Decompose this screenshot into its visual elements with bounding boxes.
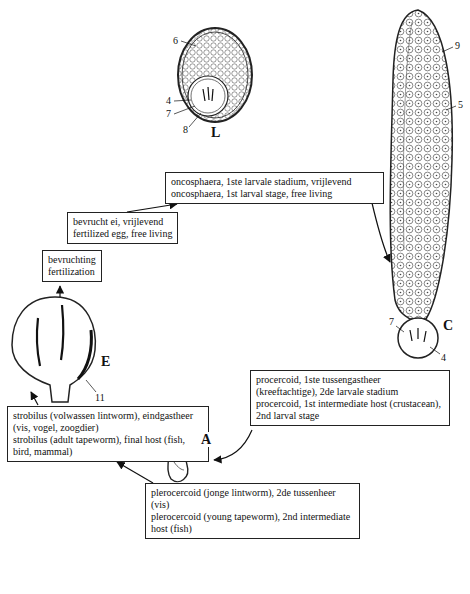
stage-box: plerocercoid (jonge lintworm), 2de tusse… [145, 483, 360, 539]
stage-text: procercoid, 1ste tussengastheer (kreefta… [256, 374, 444, 398]
figure-letter: A [200, 432, 212, 447]
cycle-arrow [59, 286, 60, 297]
stage-box: bevruchtingfertilization [42, 250, 102, 282]
callout-number: 5 [457, 99, 464, 110]
stage-text: oncosphaera, 1ste larvale stadium, vrijl… [171, 176, 378, 188]
callout-number: 8 [182, 124, 189, 135]
stage-text: bevruchting [48, 254, 96, 266]
stage-box: oncosphaera, 1ste larvale stadium, vrijl… [165, 172, 384, 204]
cycle-arrow [214, 430, 252, 460]
stage-text: strobilus (adult tapeworm), final host (… [13, 434, 203, 458]
callout-number: 7 [388, 316, 395, 327]
stage-box: procercoid, 1ste tussengastheer (kreefta… [250, 370, 450, 426]
callout-number: 4 [440, 352, 447, 363]
stage-text: fertilization [48, 266, 96, 278]
figure-letter: L [210, 125, 221, 140]
stage-box: strobilus (volwassen lintworm), eindgast… [7, 406, 209, 462]
stage-text: fertilized egg, free living [73, 228, 172, 240]
callout-number: 7 [165, 108, 172, 119]
strobilus-figure [12, 297, 96, 402]
figure-letter: C [442, 318, 454, 333]
figure-letter: E [100, 354, 111, 369]
stage-text: strobilus (volwassen lintworm), eindgast… [13, 410, 203, 434]
egg-figure [174, 28, 252, 127]
procercoid-figure [390, 10, 456, 358]
stage-text: oncosphaera, 1st larval stage, free livi… [171, 188, 378, 200]
callout-number: 4 [165, 95, 172, 106]
stage-text: bevrucht ei, vrijlevend [73, 216, 172, 228]
stage-box: bevrucht ei, vrijlevendfertilized egg, f… [67, 212, 178, 244]
stage-text: plerocercoid (jonge lintworm), 2de tusse… [151, 487, 354, 511]
cycle-arrow [127, 204, 177, 212]
callout-number: 6 [172, 35, 179, 46]
stage-text: procercoid, 1st intermediate host (crust… [256, 398, 444, 422]
cycle-arrow [117, 462, 153, 483]
cycle-arrow [372, 203, 390, 262]
cycle-arrow [31, 392, 38, 405]
callout-number: 11 [94, 392, 106, 403]
stage-text: plerocercoid (young tapeworm), 2nd inter… [151, 511, 354, 535]
callout-number: 9 [454, 40, 461, 51]
